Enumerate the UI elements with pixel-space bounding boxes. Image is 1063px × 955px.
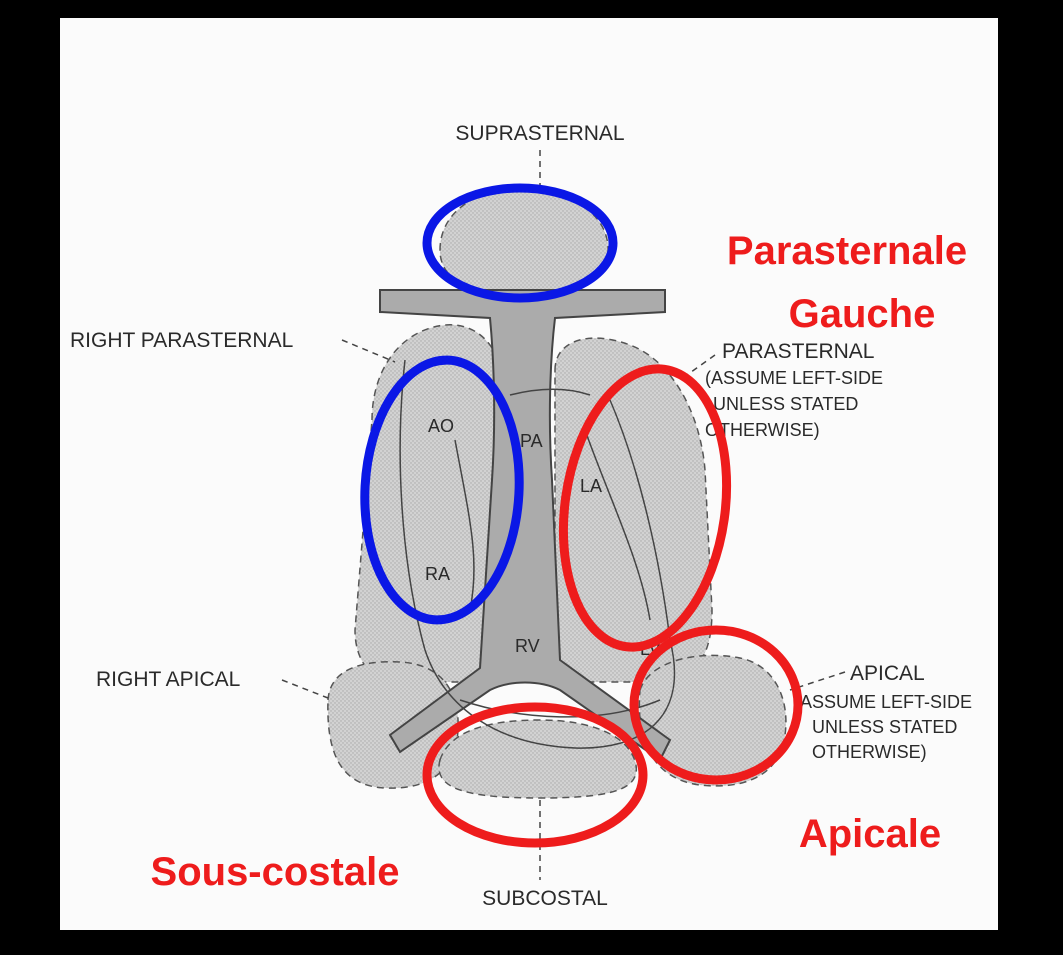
parasternale-annotation-line2: Gauche (789, 292, 936, 336)
apical-label: APICAL (850, 662, 925, 685)
sous-costale-annotation: Sous-costale (151, 850, 400, 894)
apical-note-line2: UNLESS STATED (812, 717, 957, 737)
right-parasternal-label: RIGHT PARASTERNAL (70, 329, 293, 352)
apical-note-line1: ASSUME LEFT-SIDE (800, 692, 972, 712)
suprasternal-label: SUPRASTERNAL (455, 122, 624, 145)
apicale-annotation: Apicale (799, 812, 941, 856)
right-parasternal-leader (342, 340, 395, 362)
parasternal-note-line2: UNLESS STATED (713, 394, 858, 414)
chamber-ao: AO (428, 416, 454, 436)
chamber-ra: RA (425, 564, 450, 584)
apical-note-line3: OTHERWISE) (812, 742, 927, 762)
parasternale-annotation-line1: Parasternale (727, 229, 967, 273)
chamber-rv: RV (515, 636, 540, 656)
right-apical-label: RIGHT APICAL (96, 668, 240, 691)
subcostal-label: SUBCOSTAL (482, 887, 608, 910)
chamber-pa: PA (520, 431, 543, 451)
parasternal-note-line1: (ASSUME LEFT-SIDE (705, 368, 883, 388)
chamber-la: LA (580, 476, 602, 496)
parasternal-label: PARASTERNAL (722, 340, 875, 363)
subcostal-window (439, 720, 636, 798)
right-apical-leader (282, 680, 328, 698)
